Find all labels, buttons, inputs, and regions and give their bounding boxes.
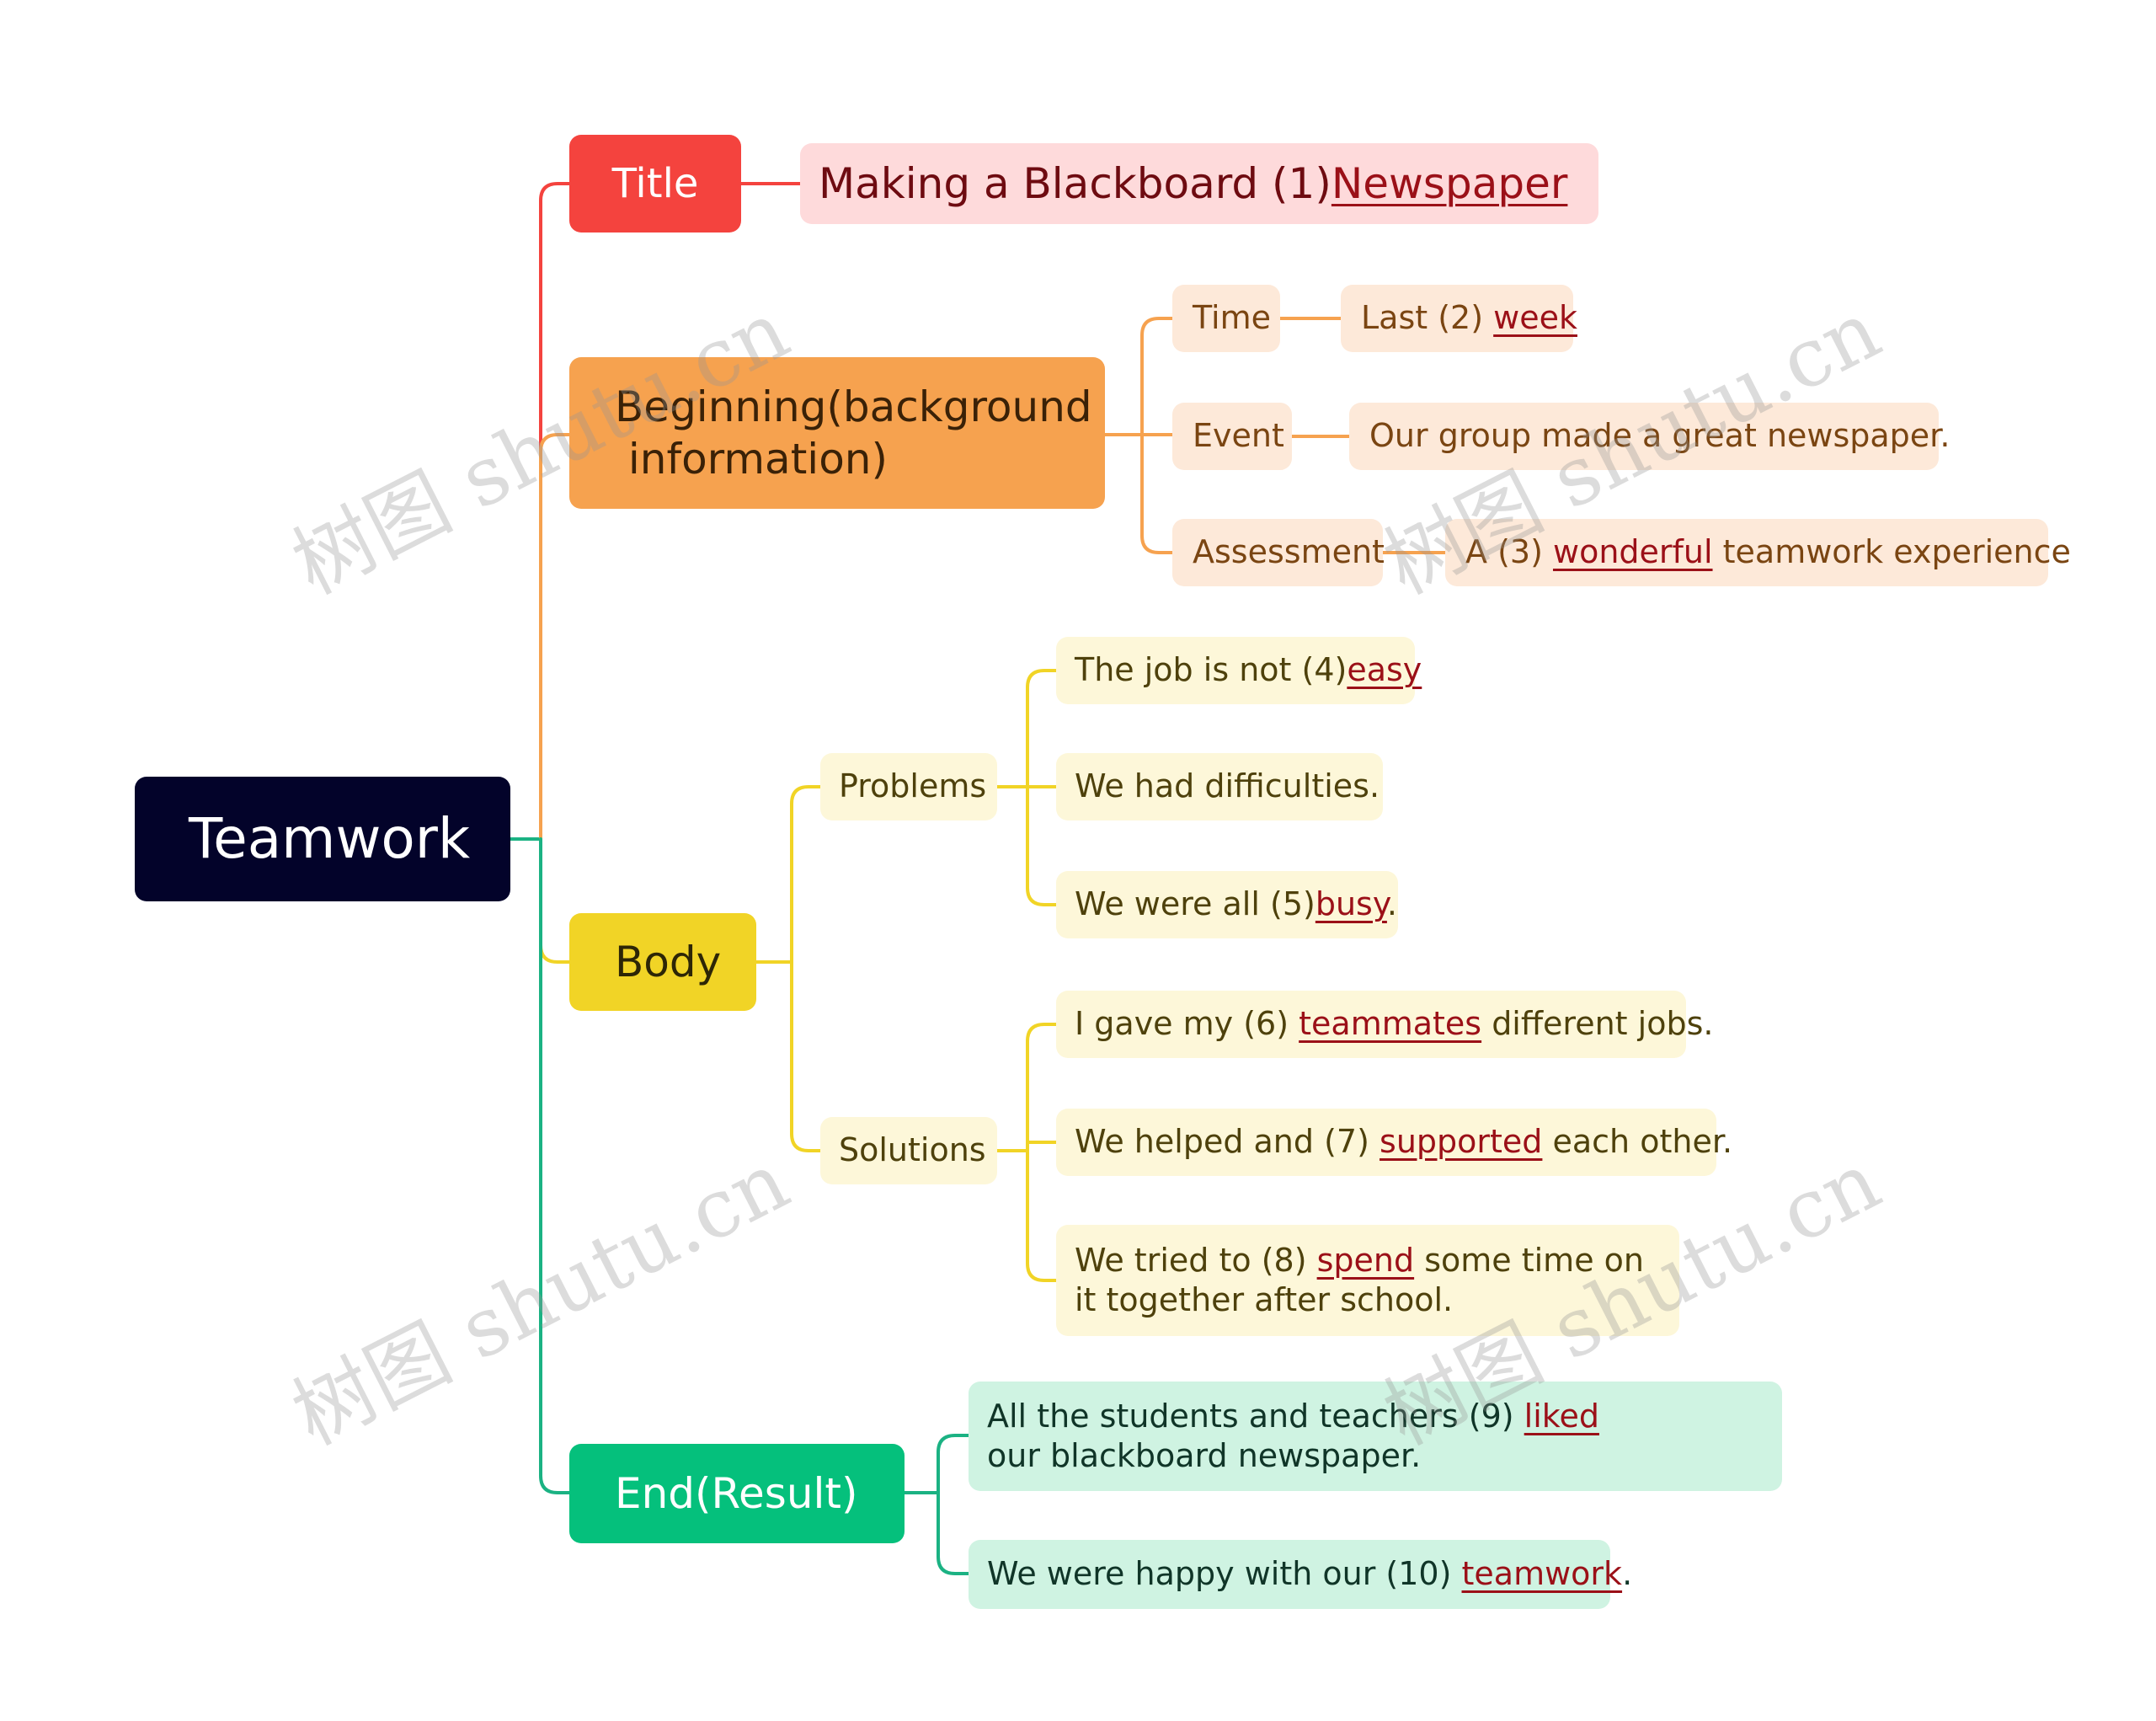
beginning-time-content[interactable]: Last (2) week [1341,285,1577,352]
beginning-assessment-text: A (3) wonderful teamwork experience [1465,533,2071,571]
end-item-text: All the students and teachers (9) liked … [987,1397,1599,1475]
root-label: Teamwork [189,805,471,871]
answer-blank: spend [1316,1241,1415,1279]
link-body [539,837,571,964]
link-title [539,182,571,841]
link-end-fork [937,1434,970,1575]
beginning-assessment-node[interactable]: Assessment [1172,519,1385,586]
branch-body-label: Body [615,937,722,986]
beginning-event-content[interactable]: Our group made a great newspaper. [1349,403,1950,470]
branch-body[interactable]: Body [569,913,756,1011]
answer-blank: week [1493,299,1577,337]
link-end [539,837,571,1494]
solution-item-text: I gave my (6) teammates different jobs. [1075,1005,1714,1043]
answer-blank: teamwork [1461,1555,1623,1593]
branch-end-label: End(Result) [615,1468,858,1518]
problem-item-text: The job is not (4)easy [1075,651,1422,689]
branch-title[interactable]: Title [569,135,741,232]
branch-end[interactable]: End(Result) [569,1444,905,1543]
branch-title-label: Title [611,160,699,207]
body-problems-node[interactable]: Problems [820,753,997,820]
answer-blank: teammates [1299,1005,1482,1043]
problem-item[interactable]: We were all (5)busy. [1056,871,1398,938]
body-problems-label: Problems [839,767,987,805]
body-solutions-node[interactable]: Solutions [820,1117,997,1184]
answer-blank: busy [1315,885,1387,923]
link-solutions-fork [1026,1023,1058,1282]
answer-blank: supported [1380,1123,1543,1161]
answer-blank: wonderful [1552,533,1713,571]
beginning-time-text: Last (2) week [1361,299,1577,337]
answer-blank: easy [1347,651,1422,689]
solution-item-text: We helped and (7) supported each other. [1075,1123,1733,1161]
solution-item[interactable]: I gave my (6) teammates different jobs. [1056,991,1713,1058]
link-body-fork [790,785,822,1152]
link-beginning [539,433,571,841]
root-node[interactable]: Teamwork [135,777,510,901]
beginning-assessment-label: Assessment [1193,533,1385,571]
beginning-time-node[interactable]: Time [1172,285,1280,352]
end-item-text: We were happy with our (10) teamwork. [987,1555,1633,1593]
beginning-assessment-content[interactable]: A (3) wonderful teamwork experience [1445,519,2071,586]
solution-item-text: We tried to (8) spend some time on it to… [1075,1241,1644,1319]
branch-beginning[interactable]: Beginning(background information) [569,357,1105,509]
beginning-event-text: Our group made a great newspaper. [1369,417,1951,455]
title-content-text: Making a Blackboard (1)Newspaper [819,158,1568,208]
solution-item[interactable]: We tried to (8) spend some time on it to… [1056,1225,1679,1336]
beginning-time-label: Time [1193,299,1271,337]
body-solutions-label: Solutions [839,1131,986,1169]
problem-item-text: We were all (5)busy. [1075,885,1397,923]
beginning-event-label: Event [1193,417,1284,455]
end-item[interactable]: We were happy with our (10) teamwork. [969,1540,1632,1609]
problem-item[interactable]: The job is not (4)easy [1056,637,1422,704]
title-content[interactable]: Making a Blackboard (1)Newspaper [800,143,1598,224]
answer-blank: liked [1524,1397,1599,1435]
answer-blank: Newspaper [1331,158,1568,208]
branch-beginning-label: Beginning(background information) [615,382,1092,484]
problem-item-text: We had difficulties. [1075,767,1380,805]
problem-item[interactable]: We had difficulties. [1056,753,1383,820]
end-item[interactable]: All the students and teachers (9) liked … [969,1382,1782,1491]
solution-item[interactable]: We helped and (7) supported each other. [1056,1109,1732,1176]
beginning-event-node[interactable]: Event [1172,403,1292,470]
